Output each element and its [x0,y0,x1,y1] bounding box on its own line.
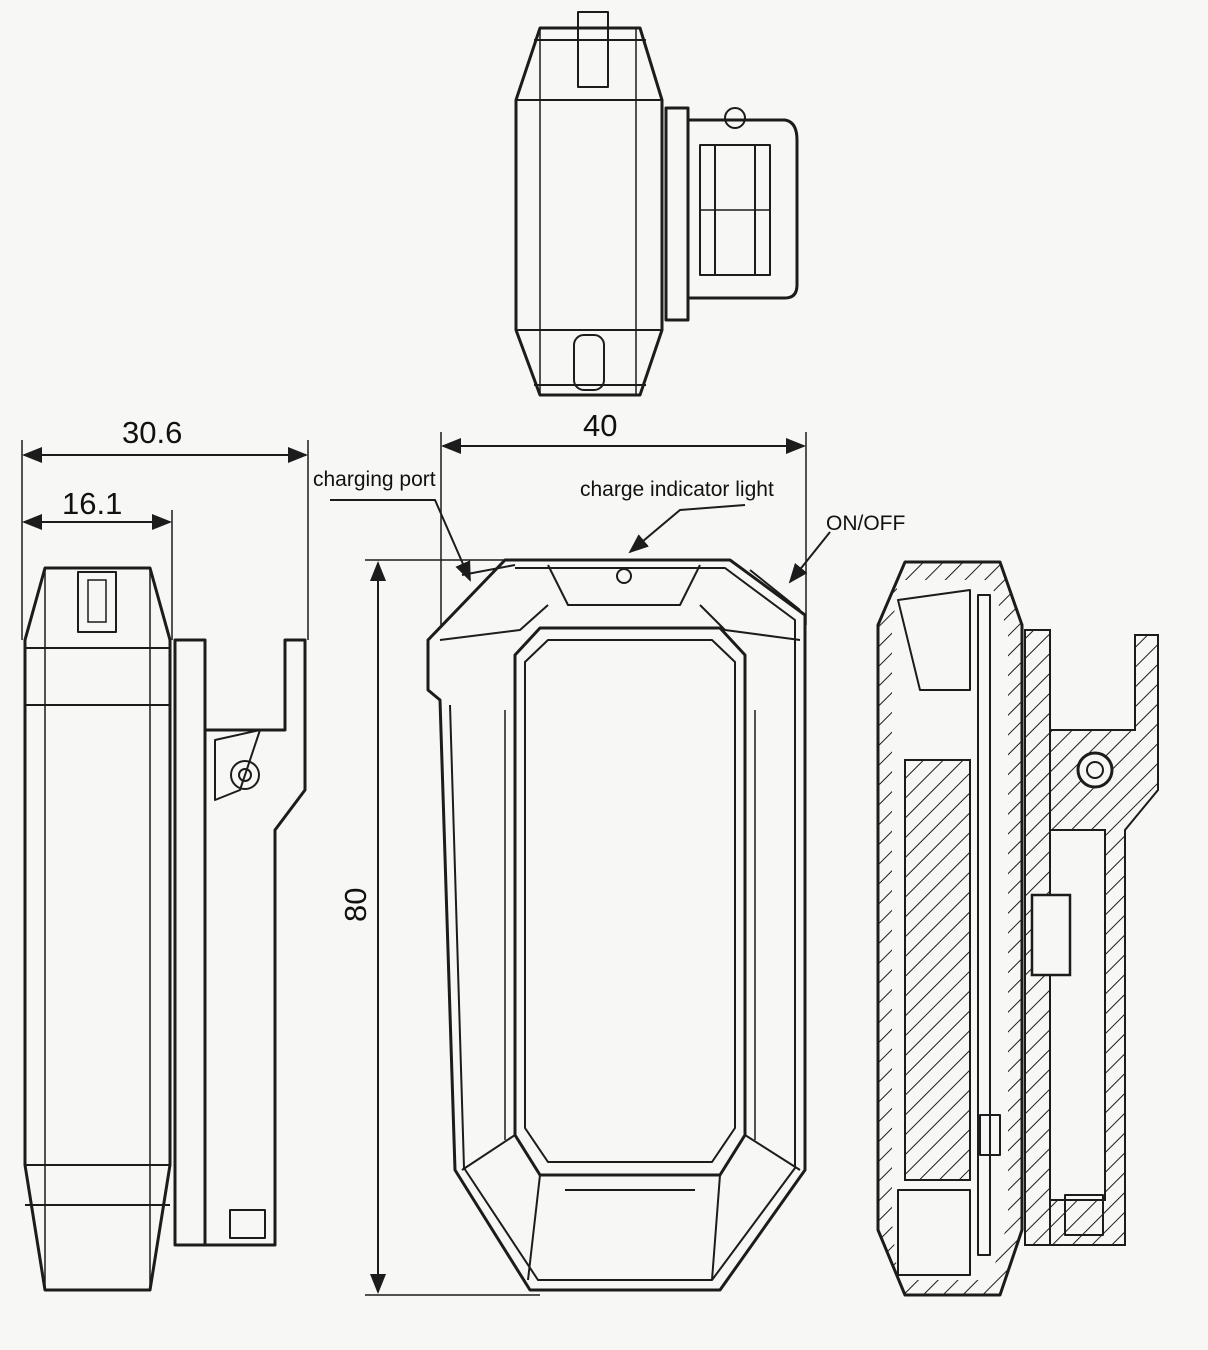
dimension-width: 40 [583,408,618,443]
dimension-total-depth: 30.6 [122,415,183,450]
label-charge-indicator: charge indicator light [580,478,774,501]
front-view [426,558,807,1292]
dimension-body-depth: 16.1 [62,486,123,521]
dimension-lines [21,432,831,1296]
section-view [876,560,1159,1297]
top-view [514,11,799,397]
side-view [23,566,307,1292]
label-charging-port: charging port [313,468,436,491]
label-on-off: ON/OFF [826,512,906,535]
dimension-height: 80 [338,887,373,922]
